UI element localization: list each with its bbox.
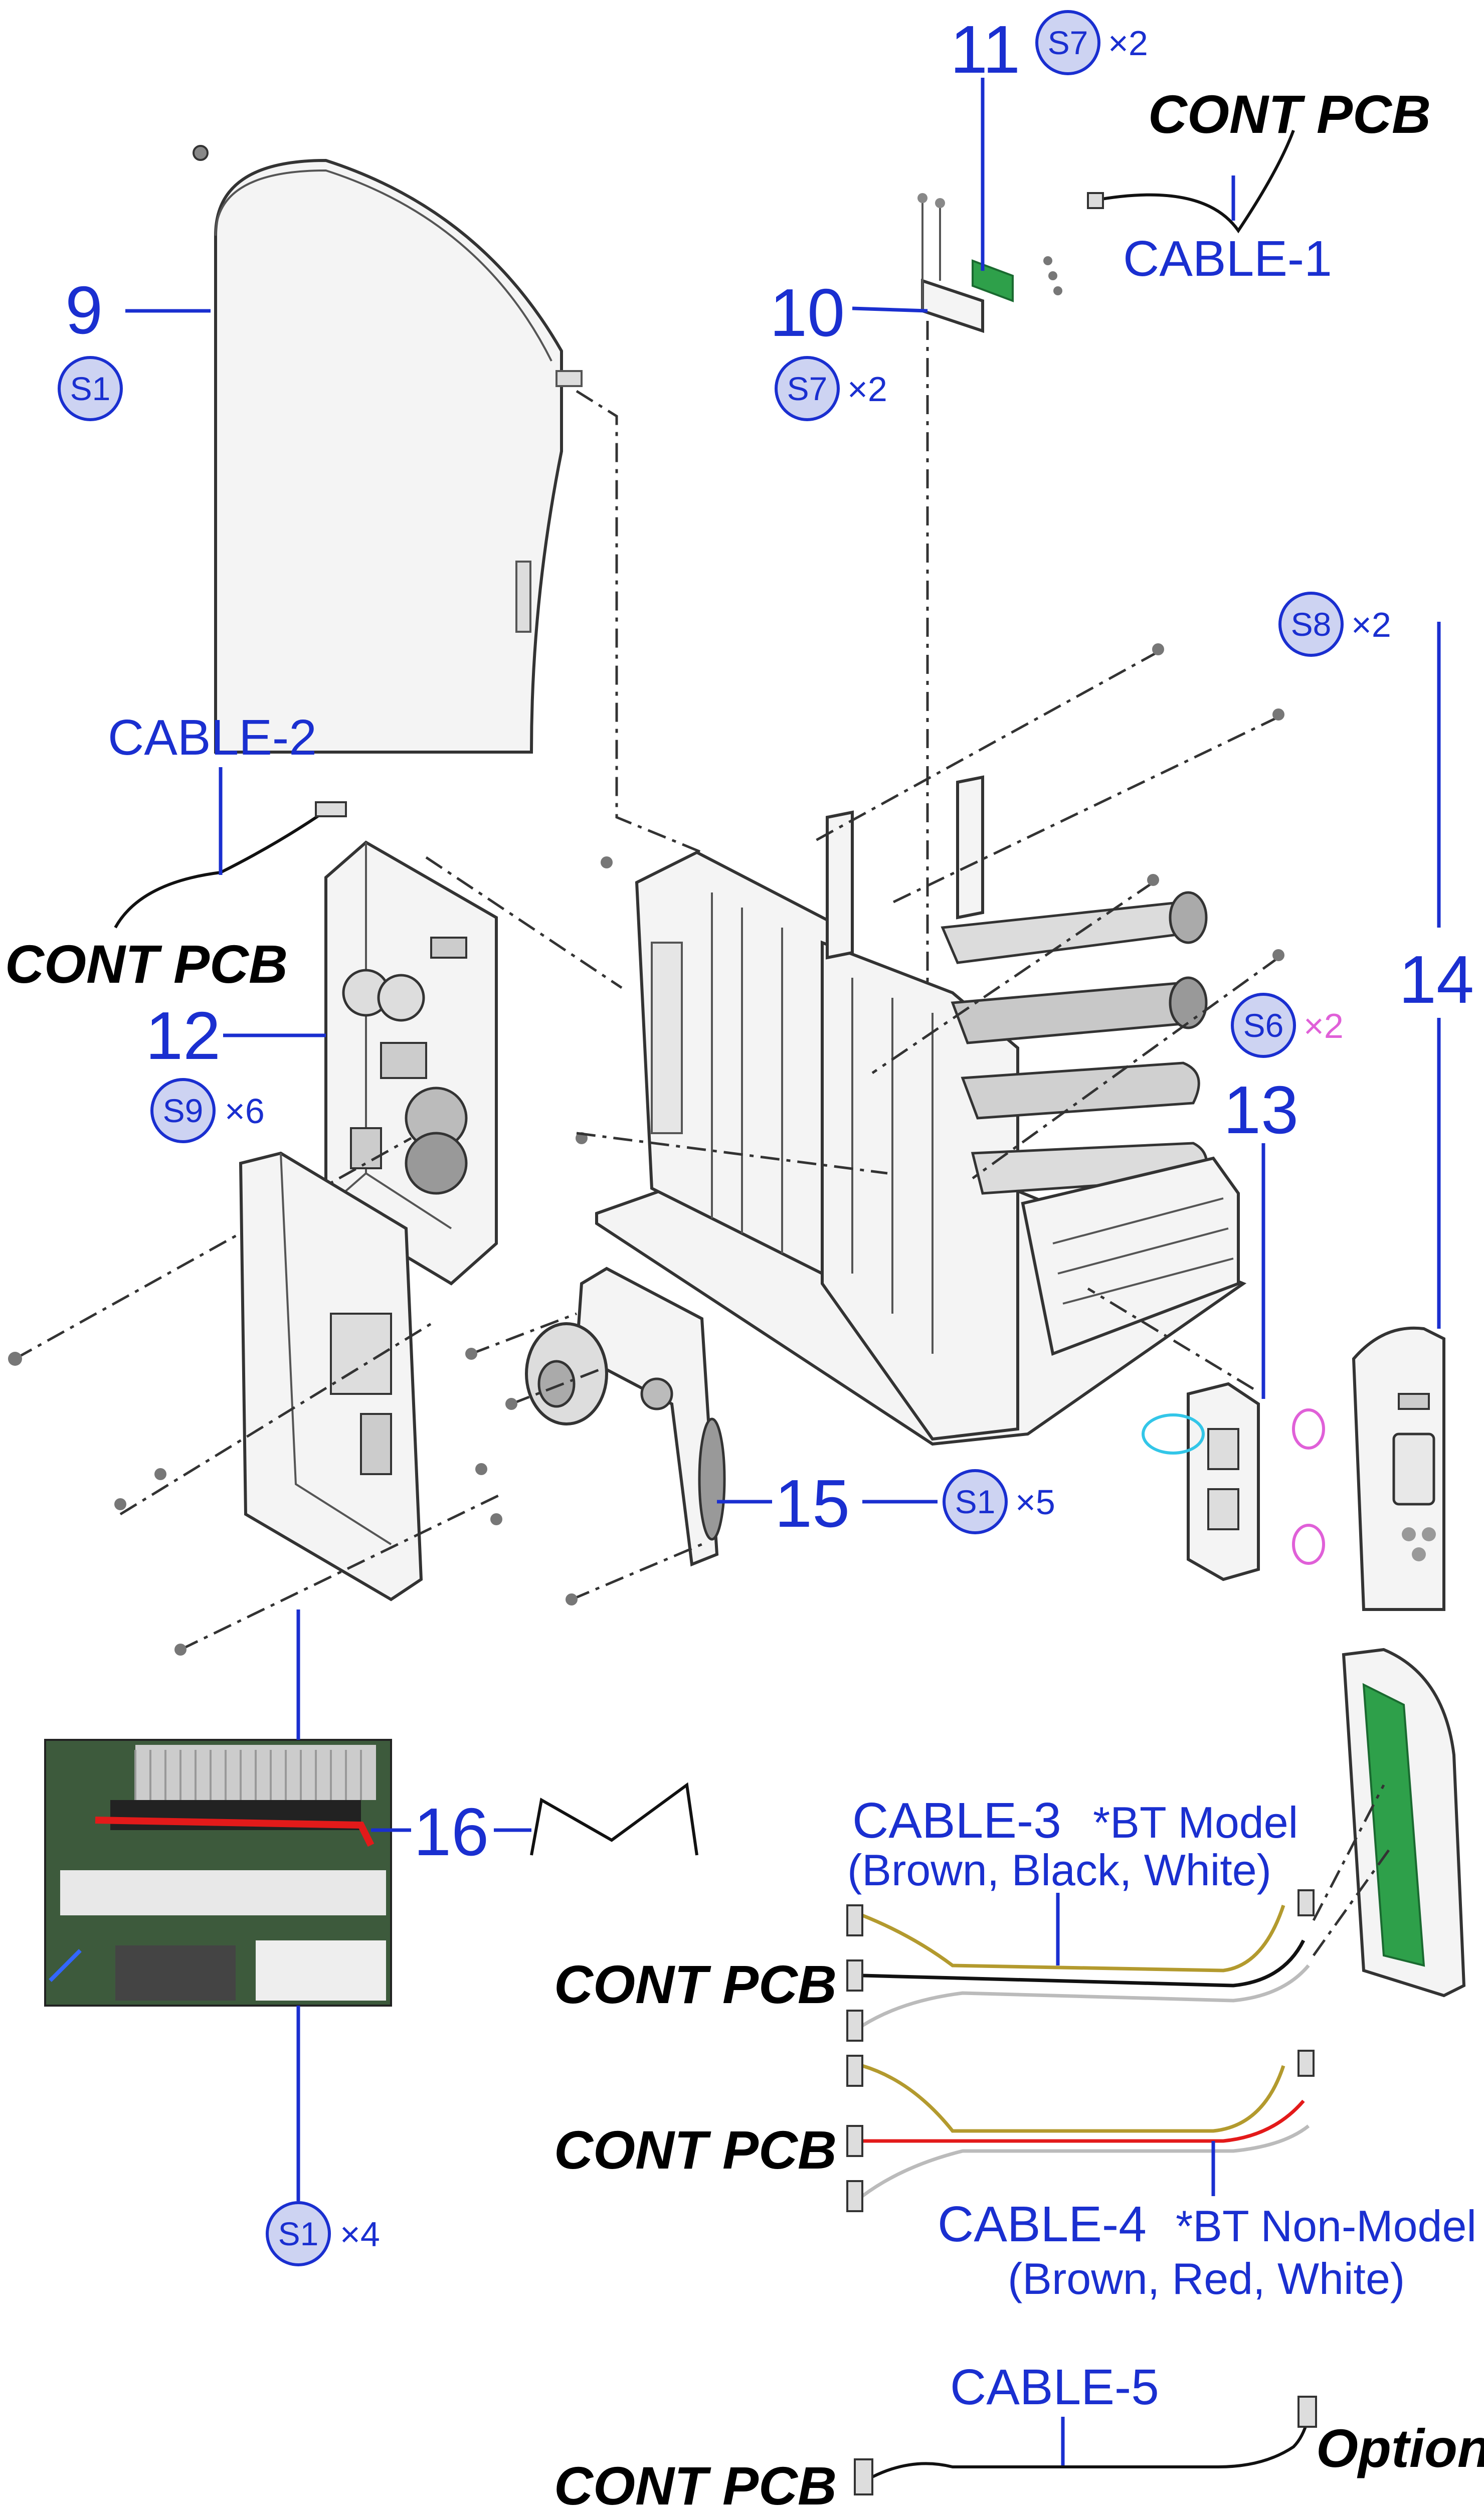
- part-16-screw-badge-icon: S1: [266, 2201, 331, 2266]
- part-14-screw-badge-icon: S8: [1278, 592, 1344, 657]
- cable-4-endpoint: CONT PCB: [554, 2119, 837, 2180]
- bracket-part: [917, 193, 984, 333]
- side-cover-part: [193, 145, 583, 754]
- guide-line-d: [972, 956, 1279, 1180]
- cable-5-endpoint: CONT PCB: [554, 2455, 837, 2507]
- part-11-qty: ×2: [1108, 24, 1148, 63]
- cable-2-label: CABLE-2: [108, 709, 317, 766]
- part-14-qty: ×2: [1351, 605, 1391, 644]
- part-15-qty: ×5: [1015, 1483, 1055, 1522]
- cable-3-model: *BT Model: [1093, 1798, 1298, 1847]
- board-screw-guide-line: [179, 1493, 502, 1651]
- motor-bracket-part: [525, 1267, 726, 1567]
- part-10-number: 10: [770, 275, 845, 350]
- motor-guide-line-c: [571, 1543, 702, 1601]
- part-10-leader: [852, 306, 928, 313]
- cable-4-icon: [846, 2050, 1315, 2212]
- part-11-screw-badge-icon: S7: [1035, 10, 1100, 75]
- psu-guide-line: [425, 856, 623, 989]
- sensor-bracket-part: [1142, 1382, 1325, 1581]
- part-10-screw-badge-icon: S7: [775, 356, 840, 421]
- cable-3-icon: [846, 1784, 1390, 2042]
- cable-4-label: CABLE-4: [938, 2196, 1147, 2252]
- part-13-screw-badge-icon: S6: [1231, 993, 1296, 1058]
- part-9-screw-code: S1: [70, 370, 111, 407]
- printer-chassis-icon: [576, 775, 1247, 1446]
- part-9-number: 9: [65, 272, 103, 348]
- cable-3-label: CABLE-3: [852, 1793, 1061, 1849]
- part-13-screw-code: S6: [1243, 1007, 1284, 1044]
- part-12-number: 12: [145, 998, 221, 1073]
- guide-line-b: [891, 715, 1279, 904]
- cable-5-icon: [854, 2396, 1317, 2495]
- part-16-qty: ×4: [340, 2215, 380, 2254]
- cover-guide-line: [576, 390, 702, 854]
- part-14-number: 14: [1399, 942, 1474, 1017]
- part-16-screw-code: S1: [278, 2215, 319, 2252]
- board-guide-line: [119, 1322, 432, 1516]
- part-15-number: 15: [775, 1466, 850, 1541]
- guide-line-e: [576, 1132, 888, 1175]
- part-12-screw-code: S9: [163, 1092, 204, 1129]
- cable-3-endpoint: CONT PCB: [554, 1954, 837, 2015]
- flat-cable-icon: [530, 1782, 698, 1856]
- cable-1-icon: [1087, 129, 1295, 234]
- cable-2-icon: [114, 801, 347, 929]
- psu-screw-guide-line: [14, 1137, 412, 1360]
- cable-4-model: *BT Non-Model: [1176, 2201, 1476, 2251]
- guide-line-a: [811, 650, 1159, 844]
- front-panel-part: [1352, 1326, 1445, 1611]
- part-9-screw-badge-icon: S1: [58, 356, 123, 421]
- part-12-screw-badge-icon: S9: [150, 1078, 216, 1143]
- cable-5-destination: Option: [1316, 2418, 1484, 2478]
- sensor-bracket-guide-line: [1087, 1287, 1254, 1390]
- main-board-part: [239, 1151, 423, 1601]
- part-12-qty: ×6: [225, 1092, 265, 1131]
- part-15-screw-badge-icon: S1: [943, 1469, 1008, 1534]
- cable-4-wires: (Brown, Red, White): [1008, 2254, 1405, 2303]
- motor-guide-line-a: [471, 1312, 577, 1355]
- part-11-number: 11: [950, 12, 1020, 87]
- part-13-number: 13: [1223, 1072, 1298, 1148]
- board-photo-icon: [44, 1739, 392, 2007]
- power-supply-part: [324, 840, 498, 1286]
- part-13-qty: ×2: [1304, 1006, 1344, 1045]
- part-10-qty: ×2: [847, 370, 887, 409]
- cable-5-label: CABLE-5: [950, 2359, 1159, 2415]
- motor-guide-line-b: [511, 1367, 602, 1405]
- cable-1-endpoint: CONT PCB: [1148, 84, 1431, 144]
- cable-1-label: CABLE-1: [1123, 231, 1332, 287]
- cable-2-endpoint: CONT PCB: [5, 934, 288, 994]
- part-10-screw-code: S7: [787, 370, 828, 407]
- cable-3-wires: (Brown, Black, White): [847, 1845, 1271, 1895]
- part-11-screw-code: S7: [1048, 24, 1088, 61]
- part-15-screw-code: S1: [955, 1483, 996, 1520]
- part-14-screw-code: S8: [1291, 606, 1332, 643]
- sensor-pcb-part: [972, 256, 1062, 302]
- part-16-number: 16: [414, 1794, 489, 1870]
- panel-pcb-part: [1342, 1648, 1466, 1998]
